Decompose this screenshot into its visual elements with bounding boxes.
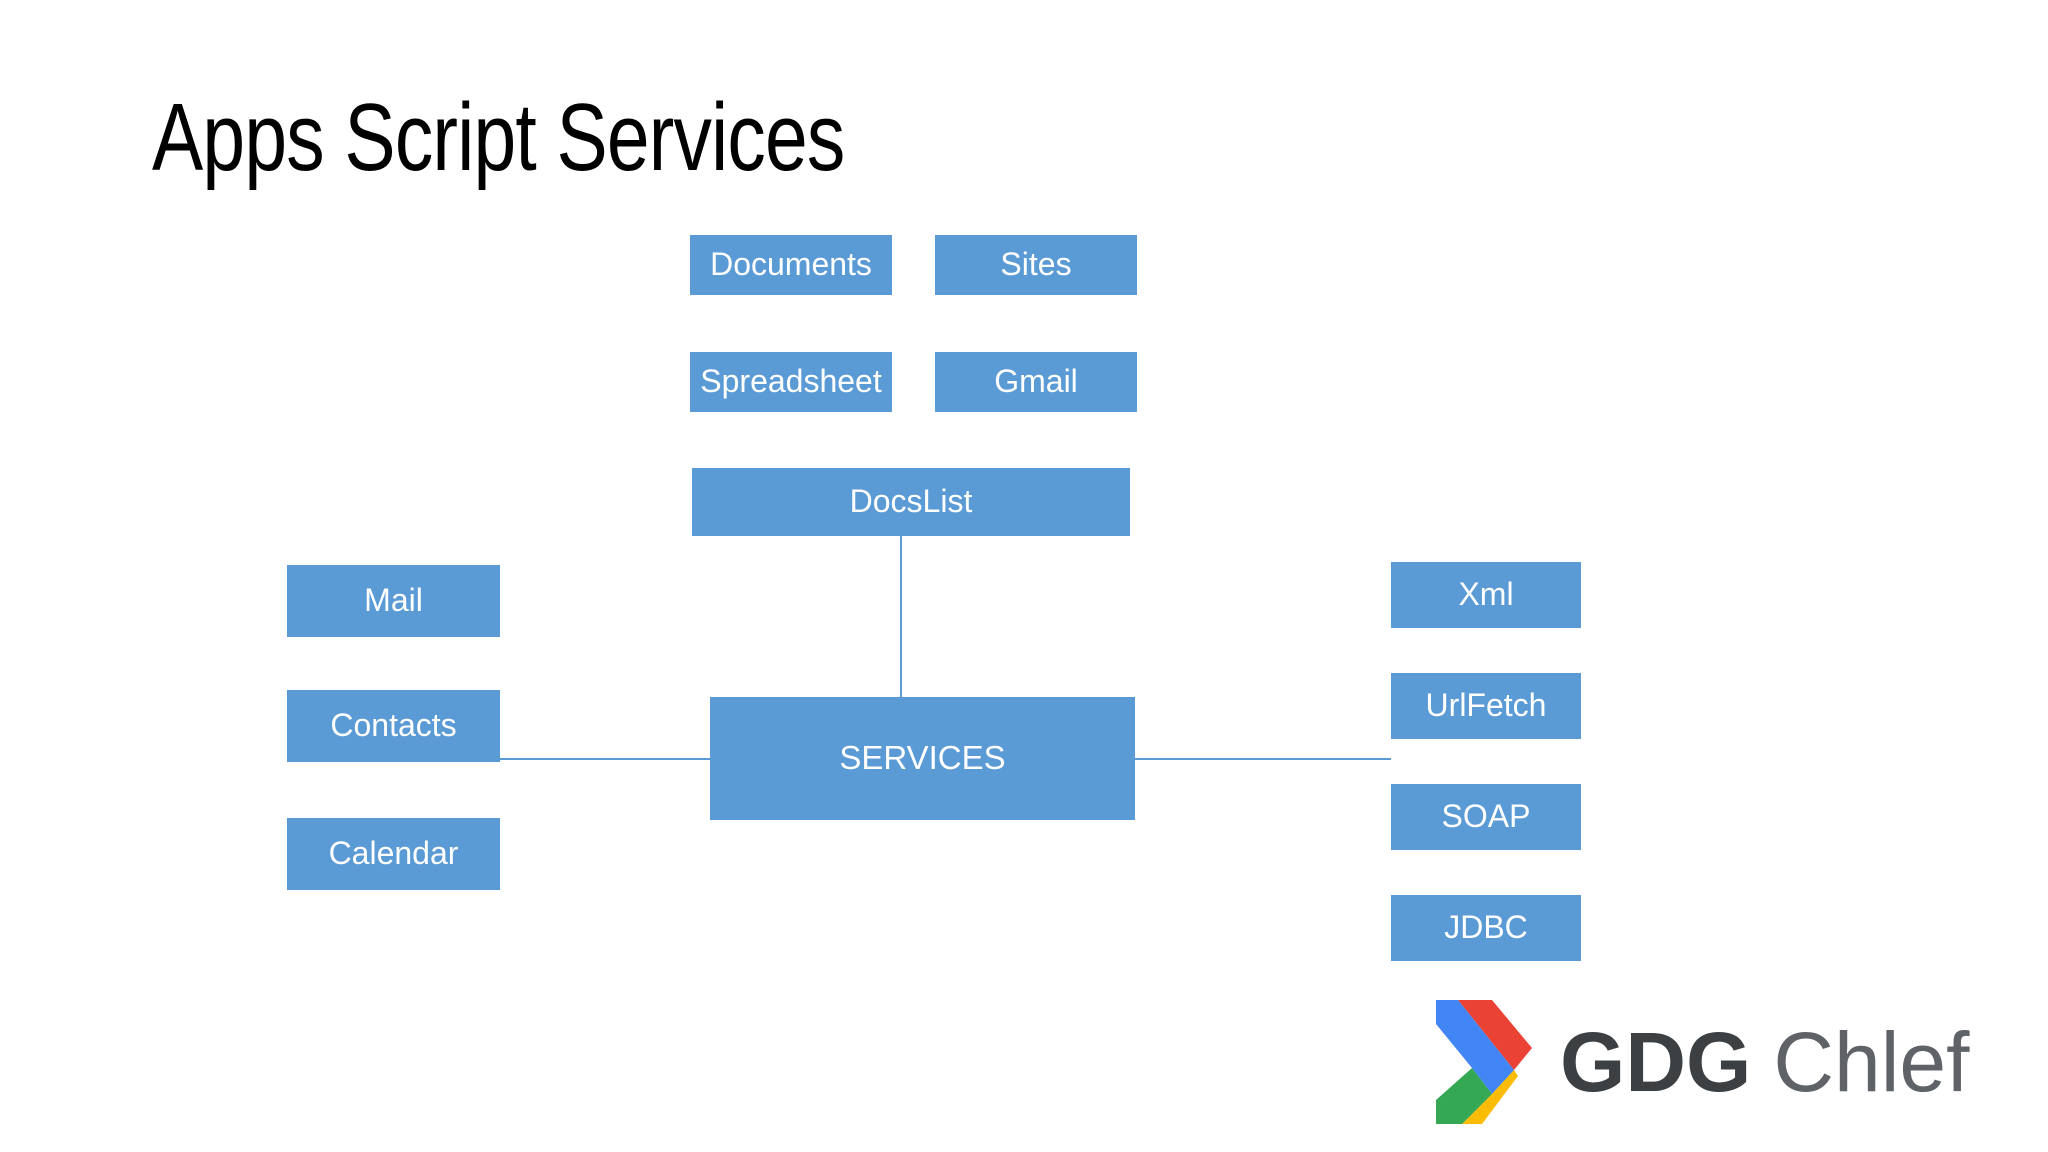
- node-spreadsheet[interactable]: Spreadsheet: [690, 352, 892, 412]
- node-spreadsheet-label: Spreadsheet: [700, 363, 882, 400]
- node-urlfetch-label: UrlFetch: [1425, 687, 1547, 724]
- gdg-wordmark-light: Chlef: [1773, 1015, 1970, 1109]
- node-sites[interactable]: Sites: [935, 235, 1137, 295]
- node-gmail[interactable]: Gmail: [935, 352, 1137, 412]
- node-soap-label: SOAP: [1441, 798, 1531, 835]
- node-services-label: SERVICES: [839, 739, 1006, 777]
- node-docslist-label: DocsList: [849, 483, 973, 520]
- node-soap[interactable]: SOAP: [1391, 784, 1581, 850]
- connector-contacts-to-services: [500, 758, 712, 760]
- connector-services-to-urlfetch: [1135, 758, 1391, 760]
- node-calendar[interactable]: Calendar: [287, 818, 500, 890]
- node-xml-label: Xml: [1458, 576, 1514, 613]
- node-documents[interactable]: Documents: [690, 235, 892, 295]
- node-sites-label: Sites: [1000, 246, 1072, 283]
- node-documents-label: Documents: [710, 246, 872, 283]
- gdg-wordmark-bold: GDG: [1560, 1015, 1752, 1109]
- node-jdbc[interactable]: JDBC: [1391, 895, 1581, 961]
- gdg-chevron-icon: [1436, 1000, 1532, 1124]
- node-docslist[interactable]: DocsList: [692, 468, 1130, 536]
- node-gmail-label: Gmail: [994, 363, 1078, 400]
- node-mail-label: Mail: [364, 582, 423, 619]
- node-calendar-label: Calendar: [328, 835, 459, 872]
- node-mail[interactable]: Mail: [287, 565, 500, 637]
- node-contacts[interactable]: Contacts: [287, 690, 500, 762]
- node-urlfetch[interactable]: UrlFetch: [1391, 673, 1581, 739]
- node-contacts-label: Contacts: [330, 707, 457, 744]
- node-services-central[interactable]: SERVICES: [710, 697, 1135, 820]
- node-jdbc-label: JDBC: [1444, 909, 1528, 946]
- connector-docslist-to-services: [900, 535, 902, 700]
- page-title: Apps Script Services: [152, 84, 845, 191]
- node-xml[interactable]: Xml: [1391, 562, 1581, 628]
